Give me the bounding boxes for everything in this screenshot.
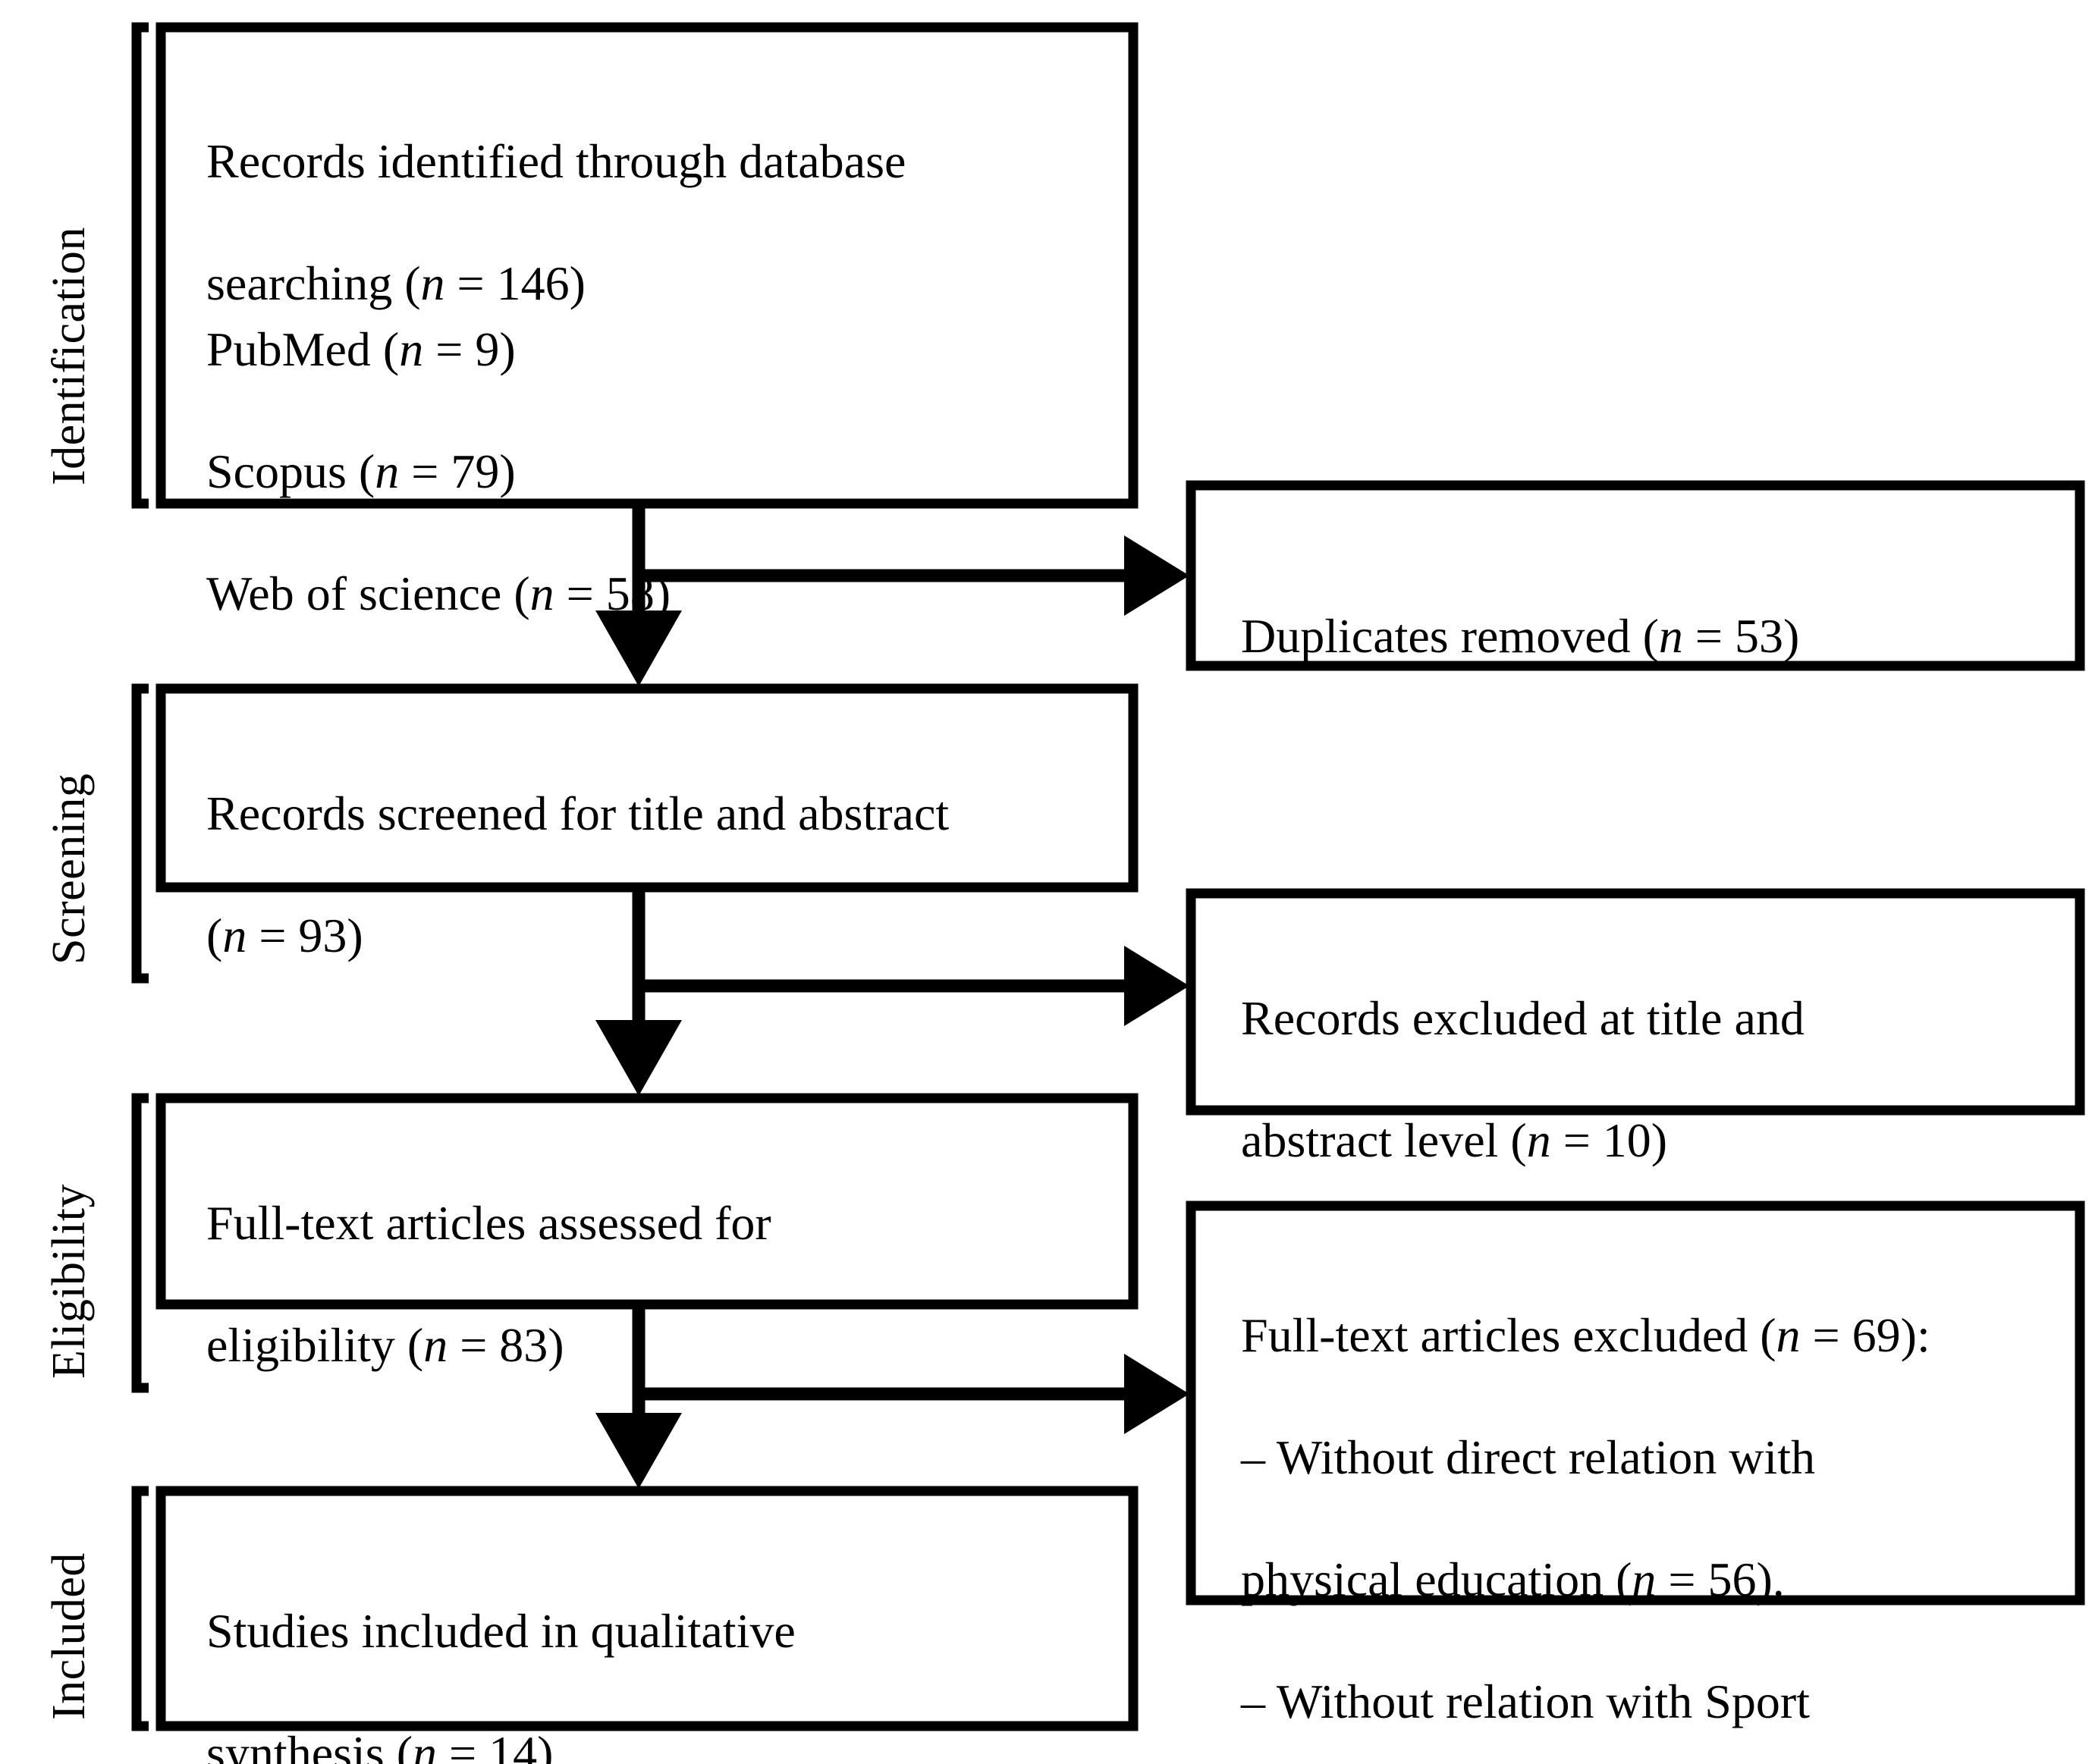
stage-label-included: Included (43, 1552, 95, 1720)
box-studies-included (155, 1486, 1139, 1731)
fulltext-excluded-line-4: – Without relation with Sport (1241, 1675, 1810, 1729)
fulltext-assessed-line-2: eligibility (n = 83) (206, 1317, 564, 1372)
connector-screened-to-excluded (639, 946, 1189, 1026)
stage-label-identification: Identification (43, 227, 95, 485)
fulltext-excluded-text: Full-text articles excluded (n = 69): – … (1241, 1244, 2060, 1764)
records-identified-line-2: searching (n = 146) (206, 256, 586, 310)
studies-included-line-2: synthesis (n = 14) (206, 1725, 554, 1764)
box-fulltext-excluded (1186, 1201, 2085, 1605)
records-identified-line-1: Records identified through database (206, 133, 906, 188)
stage-label-screening: Screening (43, 773, 95, 965)
source-web-of-science: Web of science (n = 58) (206, 567, 671, 621)
connector-fulltext-to-ftexcluded (639, 1354, 1189, 1434)
records-excluded-text: Records excluded at title and abstract l… (1241, 927, 2060, 1172)
stage-label-eligibility: Eligibility (43, 1184, 95, 1379)
box-records-excluded (1186, 888, 2085, 1116)
box-fulltext-assessed (155, 1093, 1139, 1310)
source-scopus: Scopus (n = 79) (206, 444, 516, 498)
records-screened-line-1: Records screened for title and abstract (206, 786, 950, 840)
fulltext-excluded-line-2: – Without direct relation with (1241, 1430, 1815, 1484)
duplicates-removed-line-1: Duplicates removed (n = 53) (1241, 608, 1800, 663)
records-screened-line-2: (n = 93) (206, 908, 363, 962)
box-records-identified (155, 22, 1139, 509)
records-screened-text: Records screened for title and abstract … (206, 722, 1117, 967)
duplicates-removed-text: Duplicates removed (n = 53) (1241, 545, 2060, 667)
studies-included-text: Studies included in qualitative synthesi… (206, 1540, 1101, 1764)
studies-included-line-1: Studies included in qualitative (206, 1603, 796, 1658)
source-pubmed: PubMed (n = 9) (206, 322, 516, 376)
bracket-identification (131, 22, 149, 509)
box-duplicates-removed (1186, 480, 2085, 671)
connector-fulltext-to-included (595, 1304, 682, 1489)
fulltext-assessed-text: Full-text articles assessed for eligibil… (206, 1132, 1101, 1376)
bracket-eligibility (131, 1093, 149, 1393)
records-excluded-line-1: Records excluded at title and (1241, 990, 1805, 1045)
fulltext-assessed-line-1: Full-text articles assessed for (206, 1195, 771, 1250)
bracket-included (131, 1486, 149, 1731)
bracket-screening (131, 683, 149, 984)
records-identified-title: Records identified through database sear… (206, 70, 1101, 315)
connector-identified-to-duplicates (639, 535, 1189, 616)
connector-screened-to-fulltext (595, 887, 682, 1096)
fulltext-excluded-line-3: physical education (n = 56). (1241, 1552, 1785, 1607)
fulltext-excluded-line-1: Full-text articles excluded (n = 69): (1241, 1307, 1930, 1362)
records-identified-sources: PubMed (n = 9) Scopus (n = 79) Web of sc… (206, 258, 1101, 625)
box-records-screened (155, 683, 1139, 893)
records-excluded-line-2: abstract level (n = 10) (1241, 1113, 1668, 1167)
